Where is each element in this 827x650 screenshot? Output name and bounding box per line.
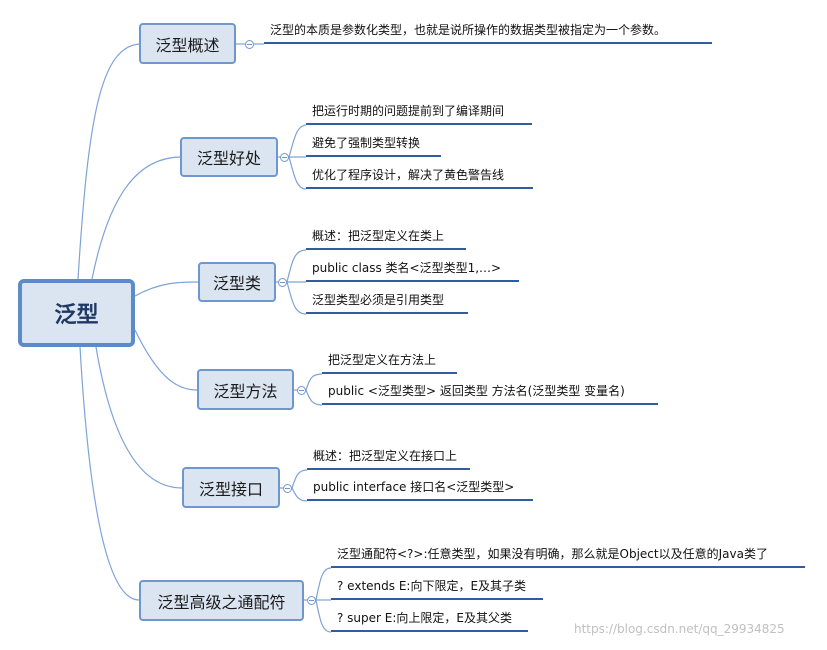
leaf-wildcard-2[interactable]: ? extends E:向下限定，E及其子类 <box>331 578 543 600</box>
topic-2-branch-1 <box>288 124 307 158</box>
topic-node-wildcard[interactable]: 泛型高级之通配符 <box>139 580 304 621</box>
watermark-text: https://blog.csdn.net/qq_29934825 <box>574 622 785 636</box>
topic-3-branch-3 <box>286 281 307 315</box>
leaf-class-3[interactable]: 泛型类型必须是引用类型 <box>306 292 468 314</box>
leaf-interface-1[interactable]: 概述：把泛型定义在接口上 <box>307 448 470 470</box>
leaf-interface-2[interactable]: public interface 接口名<泛型类型> <box>307 479 533 501</box>
root-to-topic-1 <box>77 43 141 280</box>
topic-node-overview[interactable]: 泛型概述 <box>139 23 236 64</box>
leaf-benefits-3[interactable]: 优化了程序设计，解决了黄色警告线 <box>306 167 533 189</box>
topic-4-branch-1 <box>305 373 323 391</box>
leaf-wildcard-1[interactable]: 泛型通配符<?>:任意类型，如果没有明确，那么就是Object以及任意的Java… <box>331 546 805 568</box>
leaf-class-2[interactable]: public class 类名<泛型类型1,…> <box>306 260 519 282</box>
leaf-wildcard-3[interactable]: ? super E:向上限定，E及其父类 <box>331 610 528 632</box>
root-to-topic-5 <box>95 346 183 489</box>
root-node[interactable]: 泛型 <box>18 279 135 347</box>
topic-3-branch-1 <box>286 249 307 283</box>
topic-5-branch-1 <box>291 469 308 489</box>
leaf-class-1[interactable]: 概述：把泛型定义在类上 <box>306 228 466 250</box>
topic-4-branch-2 <box>305 389 323 406</box>
leaf-benefits-2[interactable]: 避免了强制类型转换 <box>306 135 441 157</box>
leaf-method-1[interactable]: 把泛型定义在方法上 <box>322 352 457 374</box>
root-to-topic-3 <box>134 281 199 297</box>
topic-node-generic-class[interactable]: 泛型类 <box>198 262 276 302</box>
collapse-icon[interactable] <box>297 386 306 395</box>
collapse-icon[interactable] <box>245 40 254 49</box>
collapse-icon[interactable] <box>278 278 287 287</box>
topic-6-branch-1 <box>315 567 332 601</box>
root-to-topic-4 <box>134 329 198 391</box>
topic-node-generic-method[interactable]: 泛型方法 <box>197 369 294 410</box>
root-to-topic-6 <box>79 346 140 601</box>
topic-5-branch-2 <box>291 487 308 502</box>
collapse-icon[interactable] <box>280 153 289 162</box>
topic-node-benefits[interactable]: 泛型好处 <box>180 137 278 177</box>
collapse-icon[interactable] <box>283 484 292 493</box>
topic-node-generic-interface[interactable]: 泛型接口 <box>182 467 280 508</box>
leaf-method-2[interactable]: public <泛型类型> 返回类型 方法名(泛型类型 变量名) <box>322 383 658 405</box>
collapse-icon[interactable] <box>307 596 316 605</box>
topic-6-branch-3 <box>315 599 332 633</box>
topic-2-branch-3 <box>288 156 307 190</box>
leaf-overview-1[interactable]: 泛型的本质是参数化类型，也就是说所操作的数据类型被指定为一个参数。 <box>264 22 712 44</box>
root-to-topic-2 <box>91 156 181 280</box>
leaf-benefits-1[interactable]: 把运行时期的问题提前到了编译期间 <box>306 103 532 125</box>
